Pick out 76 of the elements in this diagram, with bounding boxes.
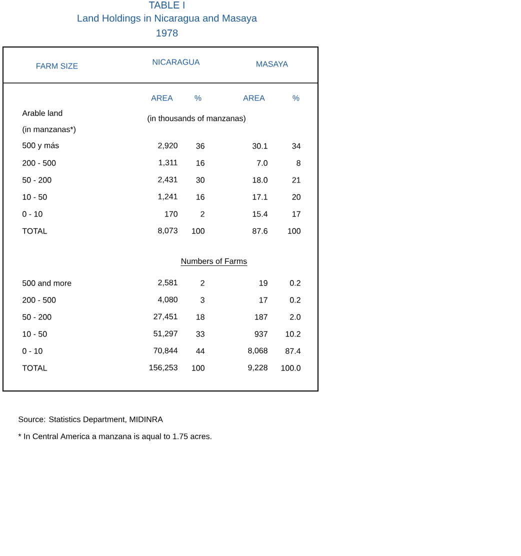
table-cell: 0.2 bbox=[290, 297, 300, 303]
row-header: 10 - 50 bbox=[22, 331, 47, 337]
footnote: * In Central America a manzana is aqual to 1.75 acres. bbox=[18, 433, 212, 441]
table-cell: 8 bbox=[296, 160, 300, 166]
row-header: 500 and more bbox=[22, 280, 72, 286]
column-header: AREA bbox=[243, 95, 265, 101]
table-cell: 20 bbox=[292, 194, 300, 200]
table-cell: 15.4 bbox=[252, 211, 268, 217]
table-cell: 30 bbox=[196, 177, 204, 183]
table-cell: 17.1 bbox=[252, 194, 268, 200]
table-cell: 1,311 bbox=[158, 160, 178, 166]
row-header: 0 - 10 bbox=[22, 348, 42, 354]
row-header: Arable land bbox=[22, 110, 62, 116]
table-cell: 937 bbox=[254, 331, 268, 337]
year-label: 1978 bbox=[156, 29, 178, 37]
row-header: 50 - 200 bbox=[22, 177, 52, 183]
table-cell: 1,241 bbox=[158, 194, 178, 200]
column-header: NICARAGUA bbox=[152, 59, 200, 65]
table-cell: 16 bbox=[196, 160, 204, 166]
table-cell: 33 bbox=[196, 331, 204, 337]
row-header: TOTAL bbox=[22, 365, 47, 371]
table-cell: 4,080 bbox=[158, 296, 178, 304]
table-cell: 21 bbox=[292, 177, 300, 183]
table-cell: 18.0 bbox=[252, 177, 268, 183]
table-cell: 36 bbox=[196, 143, 204, 149]
row-header: 200 - 500 bbox=[22, 160, 56, 166]
table-cell: 100 bbox=[192, 365, 204, 371]
table-cell: 100 bbox=[192, 228, 204, 234]
table-cell: 3 bbox=[200, 297, 204, 303]
table-cell: 27,451 bbox=[154, 314, 178, 320]
table-cell: 2,920 bbox=[158, 142, 178, 150]
table-cell: 51,297 bbox=[154, 330, 178, 338]
table-cell: 2,581 bbox=[158, 280, 178, 286]
table-cell: 19 bbox=[260, 280, 268, 286]
section-header: Numbers of Farms bbox=[180, 258, 248, 266]
table-cell: 34 bbox=[292, 143, 301, 149]
table-cell: 170 bbox=[165, 211, 178, 217]
row-header: 0 - 10 bbox=[22, 211, 42, 217]
column-header: MASAYA bbox=[256, 61, 288, 67]
table-cell: 70,844 bbox=[154, 348, 178, 354]
table-cell: 16 bbox=[196, 194, 204, 200]
unit-note: (in thousands of manzanas) bbox=[148, 115, 246, 123]
subtitle: Land Holdings in Nicaragua and Masaya bbox=[78, 14, 258, 24]
column-header: AREA bbox=[151, 95, 173, 101]
row-header: (in manzanas*) bbox=[22, 126, 76, 134]
row-header: 200 - 500 bbox=[22, 297, 56, 303]
table-cell: 187 bbox=[255, 314, 268, 320]
row-header: 50 - 200 bbox=[22, 314, 52, 320]
table-cell: 9,228 bbox=[248, 364, 268, 372]
row-header: 10 - 50 bbox=[22, 194, 47, 200]
table-cell: 2 bbox=[200, 211, 204, 217]
table-cell: 100 bbox=[288, 228, 300, 234]
table-cell: 2 bbox=[200, 280, 204, 286]
column-header: FARM SIZE bbox=[36, 63, 78, 69]
table-cell: 0.2 bbox=[290, 280, 300, 286]
table-cell: 7.0 bbox=[257, 160, 268, 166]
column-header: % bbox=[194, 95, 202, 101]
table-cell: 18 bbox=[196, 314, 204, 320]
table-cell: 44 bbox=[196, 348, 205, 354]
table-cell: 2.0 bbox=[290, 314, 300, 320]
table-title: TABLE I bbox=[148, 2, 184, 8]
table-cell: 30.1 bbox=[252, 143, 268, 149]
table-cell: 8,068 bbox=[248, 348, 268, 354]
table-cell: 17 bbox=[292, 211, 300, 217]
table-cell: 10.2 bbox=[286, 331, 300, 337]
column-header: % bbox=[292, 95, 300, 101]
table-cell: 87.6 bbox=[252, 228, 268, 234]
table-cell: 17 bbox=[260, 297, 268, 303]
table-cell: 8,073 bbox=[158, 228, 178, 234]
row-header: TOTAL bbox=[22, 228, 47, 234]
table-cell: 2,431 bbox=[158, 176, 178, 184]
table-cell: 156,253 bbox=[150, 364, 178, 372]
source-note: Source: Statistics Department, MIDINRA bbox=[18, 416, 163, 424]
row-header: 500 y más bbox=[22, 142, 59, 150]
table-cell: 87.4 bbox=[286, 348, 301, 354]
table-cell: 100.0 bbox=[281, 365, 300, 371]
